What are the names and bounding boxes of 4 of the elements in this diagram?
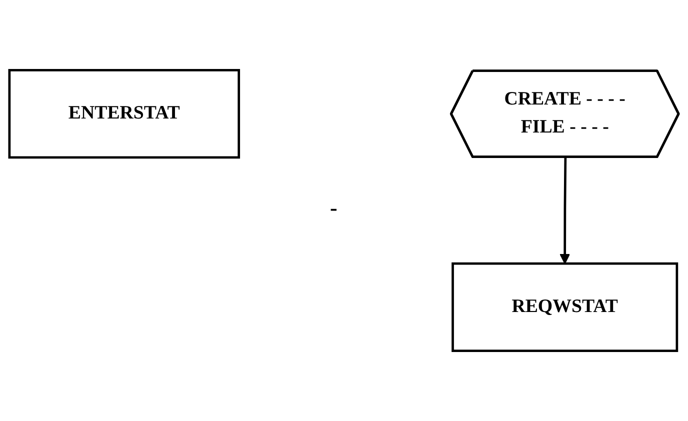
- node-box: ENTERSTAT: [8, 68, 240, 159]
- arrow: [560, 157, 570, 264]
- node-box: REQWSTAT: [452, 262, 678, 352]
- dash-mark: -: [330, 195, 338, 220]
